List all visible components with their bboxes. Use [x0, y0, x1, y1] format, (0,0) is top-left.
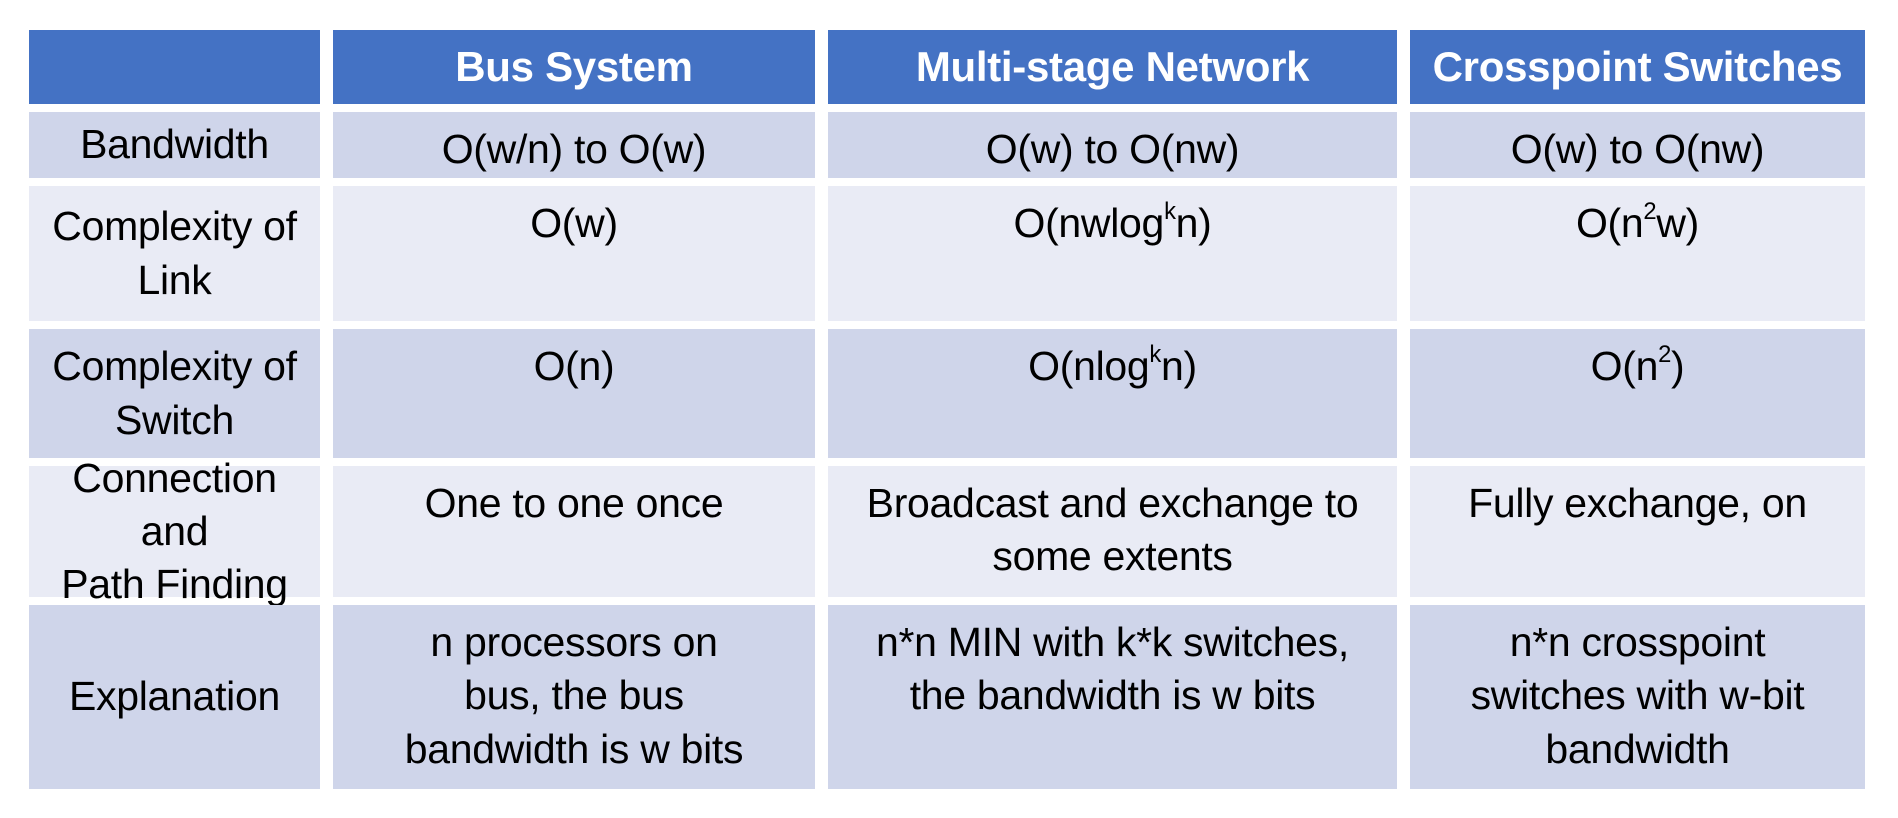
data-cell: O(n) — [333, 329, 815, 458]
row-label-connection-and-path-finding: Connection and Path Finding — [29, 455, 320, 607]
data-cell: One to one once — [333, 466, 815, 597]
header-cell-crosspoint-switches: Crosspoint Switches — [1410, 30, 1865, 104]
header-cell-multi-stage-network: Multi-stage Network — [828, 30, 1397, 104]
data-cell: O(w) to O(nw) — [1410, 112, 1865, 178]
row-label-complexity-of-link: Complexity of Link — [29, 186, 320, 321]
data-cell: n*n crosspoint switches with w-bit bandw… — [1410, 605, 1865, 789]
row-label-bandwidth: Bandwidth — [29, 112, 320, 178]
data-cell: n*n MIN with k*k switches, the bandwidth… — [828, 605, 1397, 789]
header-cell-bus-system: Bus System — [333, 30, 815, 104]
data-cell: Broadcast and exchange to some extents — [828, 466, 1397, 597]
header-cell-blank — [29, 30, 320, 104]
data-cell: O(w/n) to O(w) — [333, 112, 815, 178]
data-cell: n processors on bus, the bus bandwidth i… — [333, 605, 815, 789]
data-cell: O(w) to O(nw) — [828, 112, 1397, 178]
row-label-complexity-of-switch: Complexity of Switch — [29, 329, 320, 458]
data-cell: Fully exchange, on — [1410, 466, 1865, 597]
data-cell: O(w) — [333, 186, 815, 321]
row-label-explanation: Explanation — [29, 605, 320, 789]
